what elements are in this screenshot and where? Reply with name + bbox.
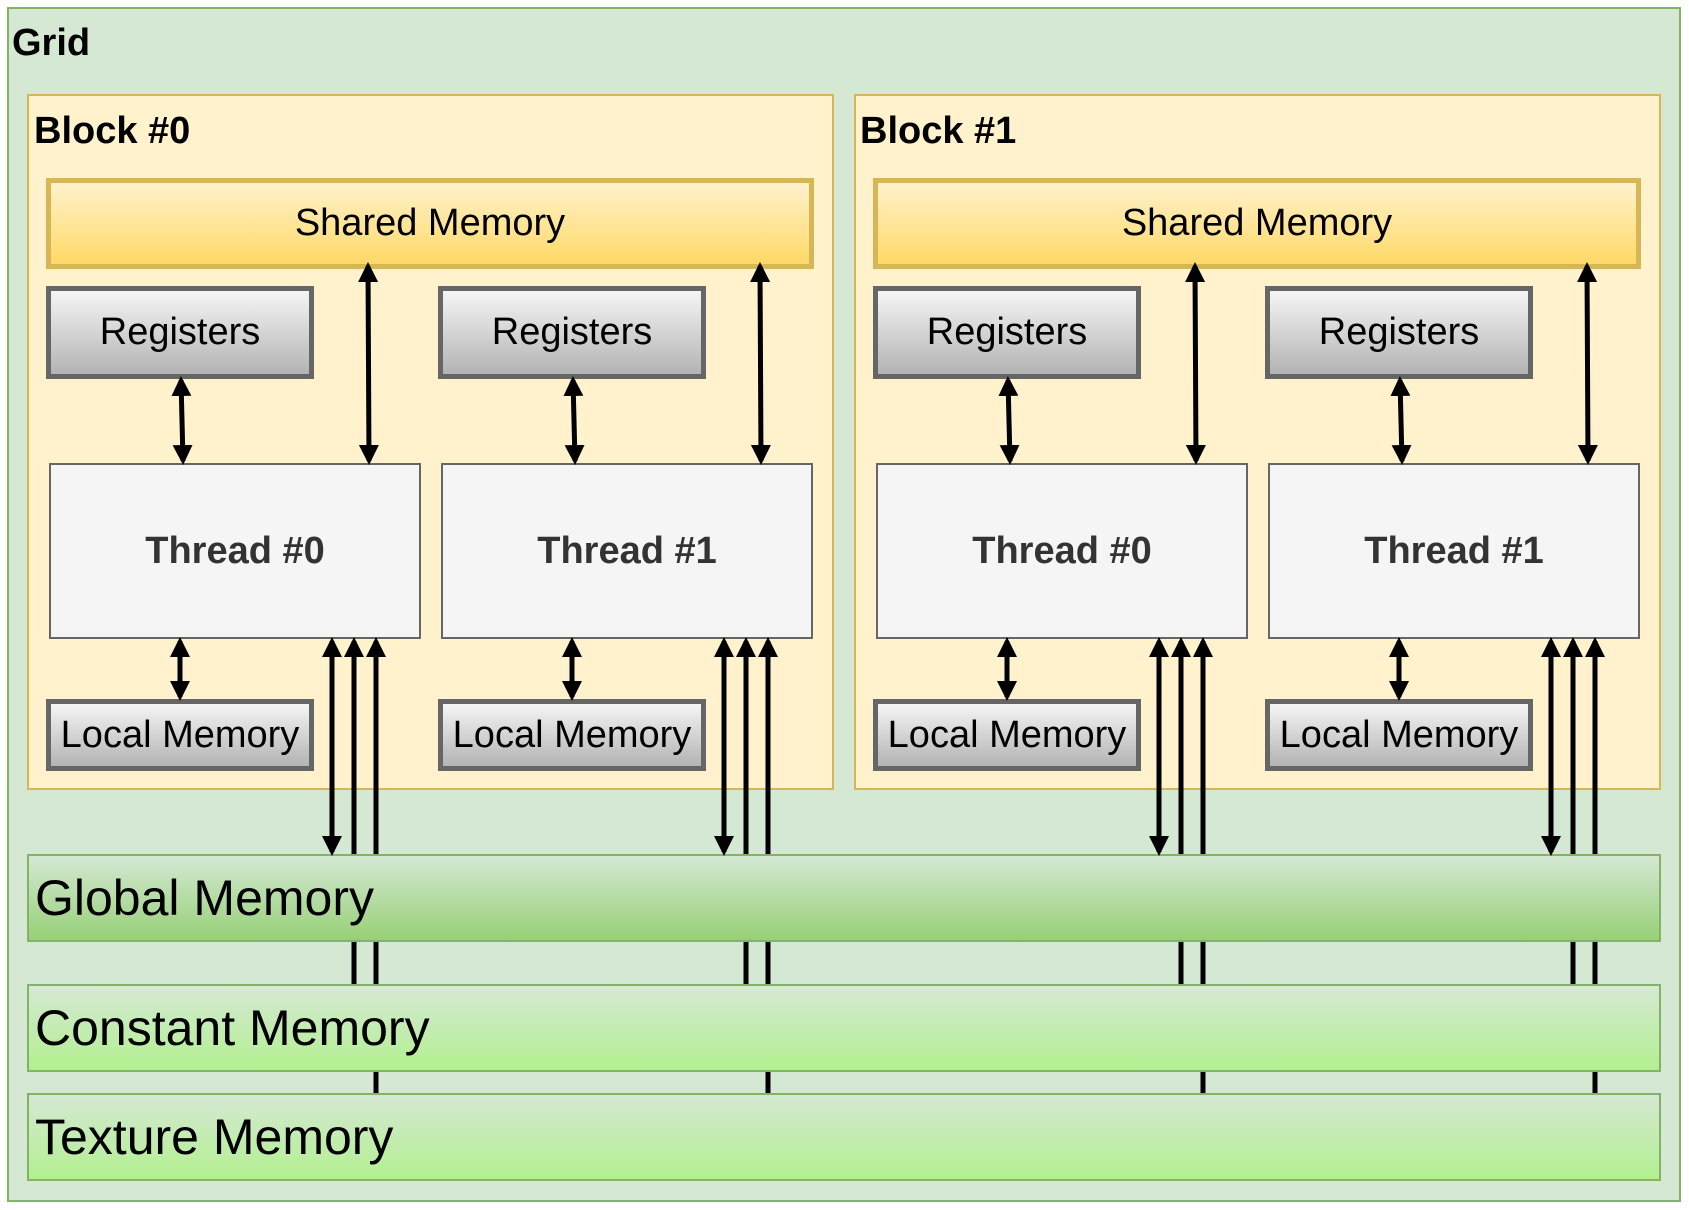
- block-0-thread-1-shared-arrow: [750, 262, 771, 465]
- grid-label: Grid: [12, 22, 91, 64]
- block-1-thread-0: Thread #0: [876, 463, 1248, 639]
- block-0-thread-0-shared-arrow: [358, 262, 379, 465]
- block-1-thread-1-local-memory: Local Memory: [1265, 699, 1533, 771]
- block-0-thread-0: Thread #0: [49, 463, 421, 639]
- constant-memory: Constant Memory: [27, 984, 1661, 1072]
- block-1-label: Block #1: [860, 110, 1017, 152]
- block-1-shared-memory: Shared Memory: [873, 178, 1641, 269]
- block-0-thread-1-registers: Registers: [438, 286, 706, 379]
- block-1-thread-1-registers-arrow: [1390, 376, 1412, 465]
- block-1-thread-0-local-memory: Local Memory: [873, 699, 1141, 771]
- block-1-thread-0-registers-arrow: [998, 376, 1020, 465]
- block-0-label: Block #0: [34, 110, 191, 152]
- block-0-thread-0-registers: Registers: [46, 286, 314, 379]
- block-0-shared-memory: Shared Memory: [46, 178, 814, 269]
- block-1-thread-0-registers: Registers: [873, 286, 1141, 379]
- block-1-thread-1-shared-arrow: [1577, 262, 1598, 465]
- block-0-thread-0-local-memory: Local Memory: [46, 699, 314, 771]
- block-0-thread-1-local-memory: Local Memory: [438, 699, 706, 771]
- block-0-thread-1: Thread #1: [441, 463, 813, 639]
- global-memory: Global Memory: [27, 854, 1661, 942]
- texture-memory: Texture Memory: [27, 1093, 1661, 1181]
- block-0-thread-0-registers-arrow: [171, 376, 193, 465]
- block-0-thread-1-registers-arrow: [563, 376, 585, 465]
- block-1-thread-1: Thread #1: [1268, 463, 1640, 639]
- block-1-thread-0-shared-arrow: [1185, 262, 1206, 465]
